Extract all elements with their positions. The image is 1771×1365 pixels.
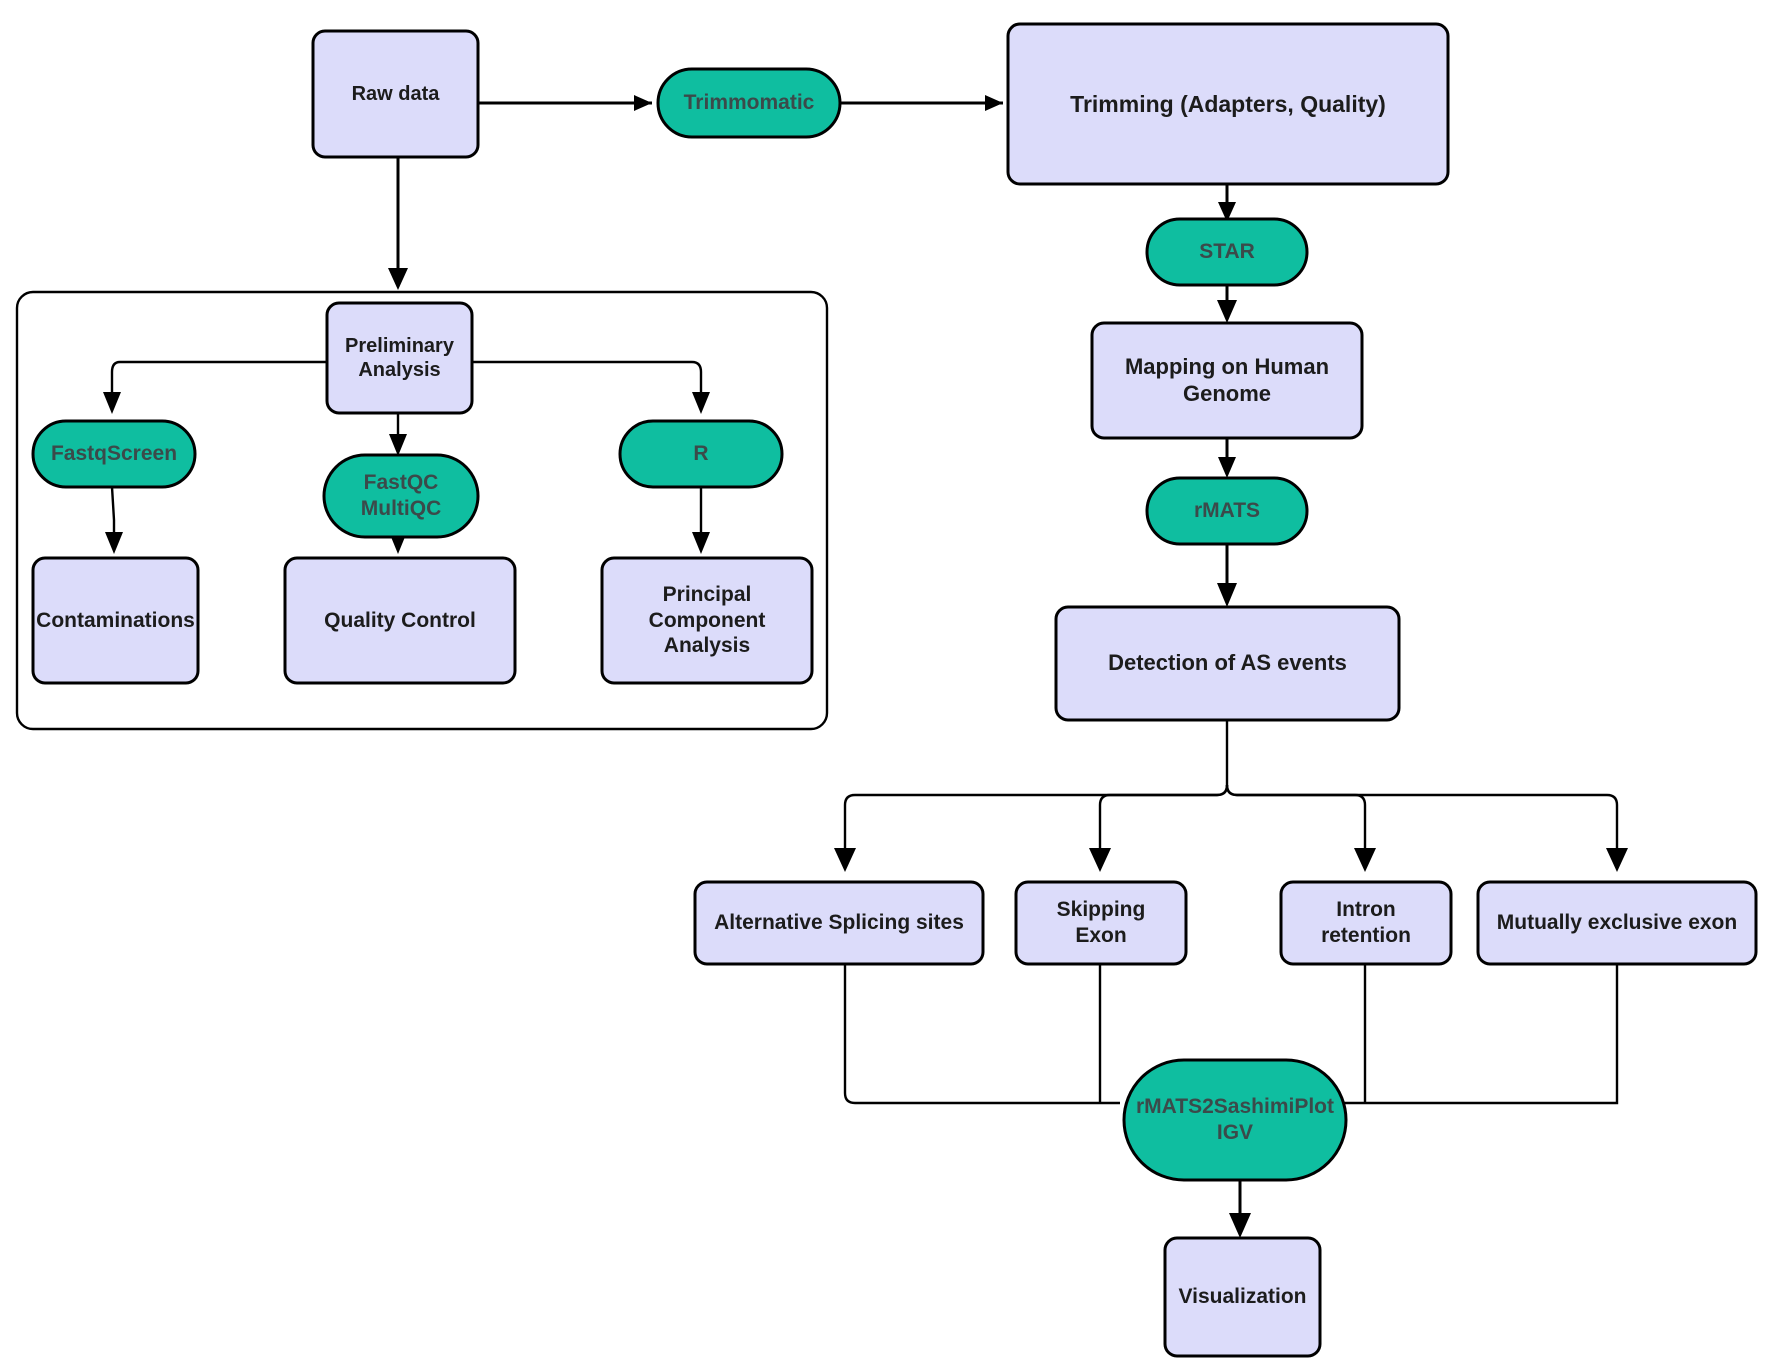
node-intron-retention[interactable]: [1279, 880, 1453, 966]
edge-trimming-to-star: [1218, 184, 1236, 222]
edge-sashimi-to-visualization: [1229, 1180, 1251, 1238]
edge-preliminary-to-fastqscreen: [103, 360, 330, 414]
node-quality-control[interactable]: [283, 556, 517, 685]
edge-events-to-sashimi: [843, 964, 1619, 1105]
node-fastqc-multiqc[interactable]: [322, 453, 480, 539]
node-pca[interactable]: [600, 556, 814, 685]
edge-rmats-to-detection: [1217, 543, 1237, 607]
node-sashimi-igv[interactable]: [1122, 1058, 1348, 1182]
node-r[interactable]: [618, 419, 784, 489]
node-skipping-exon[interactable]: [1014, 880, 1188, 966]
node-alt-splicing-sites[interactable]: [693, 880, 985, 966]
node-visualization[interactable]: [1163, 1236, 1322, 1358]
node-star[interactable]: [1145, 217, 1309, 287]
node-raw-data[interactable]: [311, 29, 480, 159]
node-preliminary-analysis[interactable]: [325, 301, 474, 415]
node-rmats[interactable]: [1145, 476, 1309, 546]
node-trimmomatic[interactable]: [656, 67, 842, 139]
node-mutually-exclusive[interactable]: [1476, 880, 1758, 966]
edge-trimmomatic-to-trimming: [840, 95, 1003, 111]
node-fastqscreen[interactable]: [31, 419, 197, 489]
edge-star-to-mapping: [1217, 284, 1237, 323]
edge-raw-data-to-preliminary: [388, 157, 408, 290]
edge-r-to-pca: [692, 487, 710, 554]
edge-detection-fork-bus: [834, 720, 1628, 872]
node-trimming[interactable]: [1006, 22, 1450, 186]
edge-mapping-to-rmats: [1218, 438, 1236, 478]
edge-fastqscreen-to-contaminations: [105, 486, 123, 554]
node-detection[interactable]: [1054, 605, 1401, 722]
edge-raw-data-to-trimmomatic: [478, 95, 652, 111]
edge-preliminary-to-r: [470, 360, 710, 414]
edge-preliminary-to-fastqc-multiqc: [389, 413, 407, 456]
node-mapping[interactable]: [1090, 321, 1364, 440]
subgraph-preliminary-analysis: [15, 290, 829, 731]
node-contaminations[interactable]: [31, 556, 200, 685]
